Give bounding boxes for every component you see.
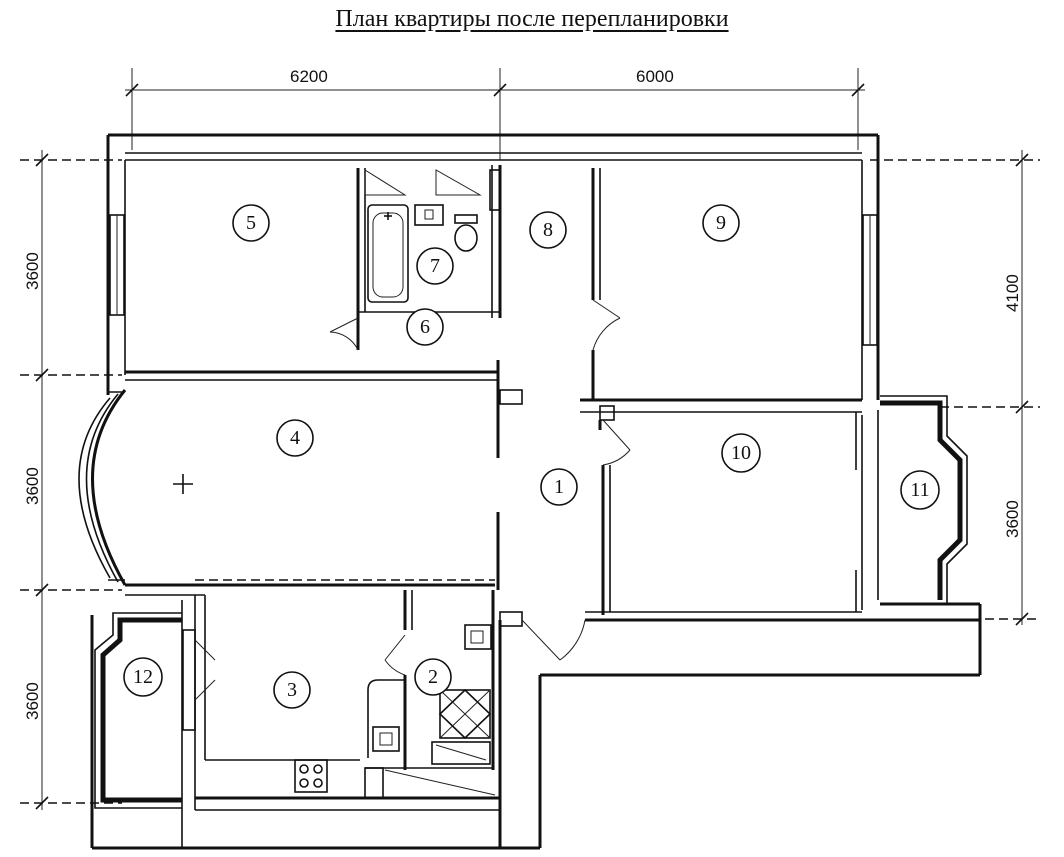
svg-text:2: 2 <box>428 666 438 688</box>
svg-text:4: 4 <box>290 427 300 449</box>
shower-cabin <box>438 688 492 740</box>
room-label-11: 11 <box>900 470 940 510</box>
svg-text:5: 5 <box>246 212 256 234</box>
left-dimension-lines <box>20 150 122 810</box>
svg-text:8: 8 <box>543 219 553 241</box>
svg-text:10: 10 <box>731 442 751 464</box>
dimension-left-top: 3600 <box>23 252 42 290</box>
right-dimension-lines <box>870 150 1040 626</box>
svg-text:3: 3 <box>287 679 297 701</box>
room-label-5: 5 <box>232 204 270 242</box>
kitchen-sink <box>367 679 405 758</box>
balcony-11 <box>880 395 968 604</box>
room-label-3: 3 <box>273 671 311 709</box>
toilet <box>454 214 478 252</box>
ceiling-light-marker <box>173 474 193 494</box>
room-label-7: 7 <box>416 247 454 285</box>
dimension-left-middle: 3600 <box>23 467 42 505</box>
svg-text:7: 7 <box>430 255 440 277</box>
top-dimension-lines <box>125 68 865 160</box>
room-2-sink <box>464 624 492 650</box>
room-label-9: 9 <box>702 204 740 242</box>
room-label-6: 6 <box>406 308 444 346</box>
bathroom-sink <box>414 204 444 226</box>
interior-walls <box>125 165 862 770</box>
svg-text:9: 9 <box>716 212 726 234</box>
bathroom-fixtures-top <box>364 169 501 211</box>
exterior-walls <box>90 133 982 850</box>
plan-title: План квартиры после перепланировки <box>335 6 729 32</box>
kitchen-stove <box>294 759 328 793</box>
svg-text:12: 12 <box>133 666 153 688</box>
svg-text:6: 6 <box>420 316 430 338</box>
balcony-12 <box>94 612 182 809</box>
doors <box>194 299 631 701</box>
windows <box>109 214 878 731</box>
dimension-top-left: 6200 <box>290 67 328 86</box>
svg-text:11: 11 <box>910 479 929 501</box>
room-label-2: 2 <box>414 658 452 696</box>
dimension-right-top: 4100 <box>1003 274 1022 312</box>
room-label-8: 8 <box>529 211 567 249</box>
room-label-12: 12 <box>123 657 163 697</box>
room-label-10: 10 <box>721 433 761 473</box>
bay-window <box>78 389 127 586</box>
dimension-left-bottom: 3600 <box>23 682 42 720</box>
room-label-4: 4 <box>276 419 314 457</box>
dimension-top-right: 6000 <box>636 67 674 86</box>
utility-fixtures <box>364 741 496 799</box>
bathtub <box>367 204 409 303</box>
room-label-1: 1 <box>540 468 578 506</box>
svg-text:1: 1 <box>554 476 564 498</box>
dimension-right-bottom: 3600 <box>1003 500 1022 538</box>
